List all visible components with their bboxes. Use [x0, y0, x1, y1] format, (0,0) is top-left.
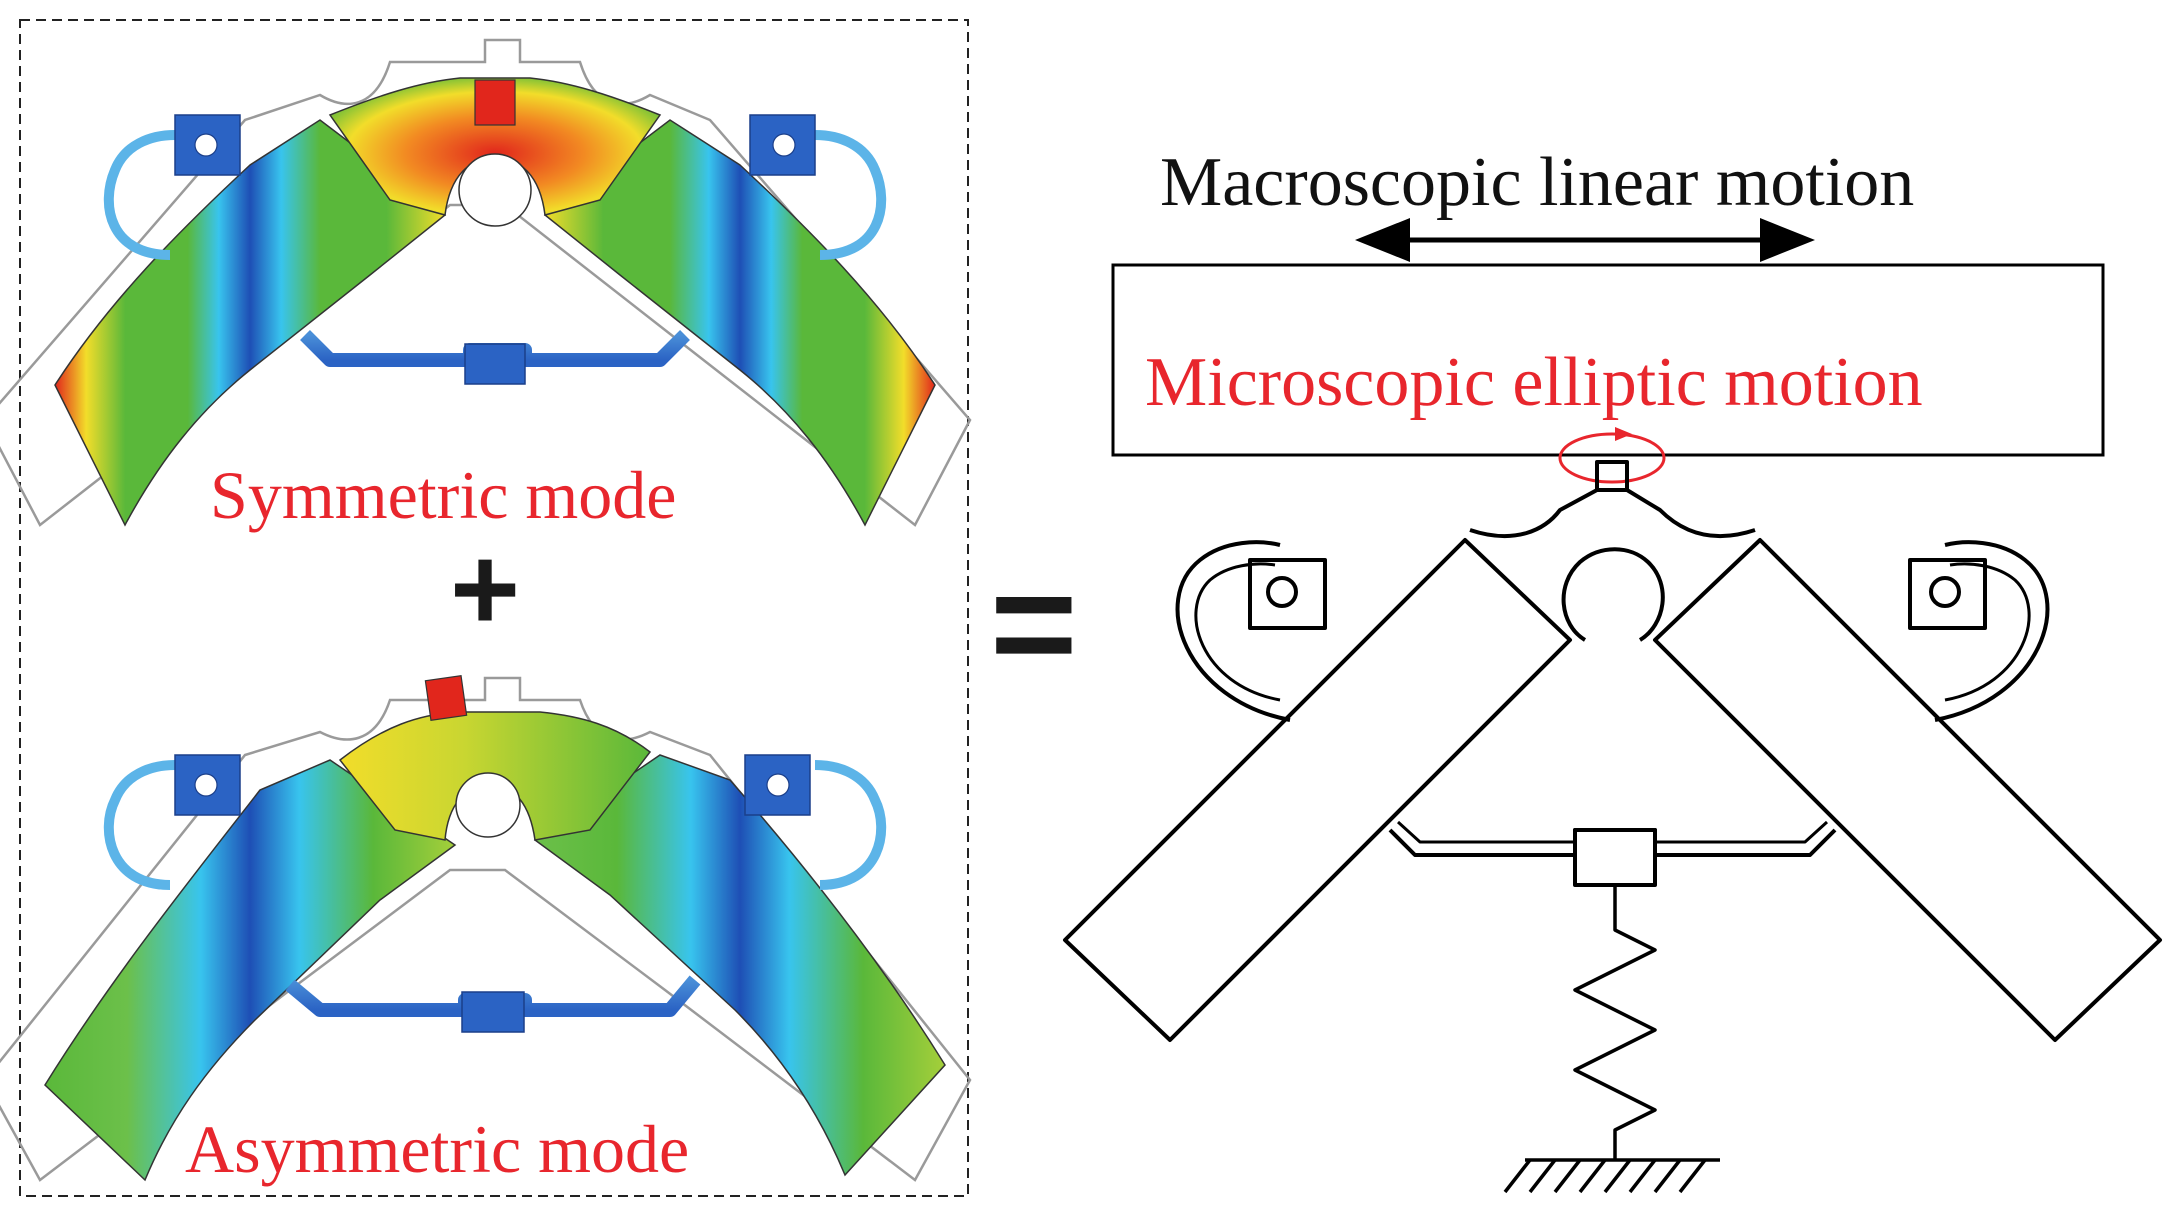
symmetric-drive-tip	[474, 79, 516, 126]
stator-flexure-beam-inner-right	[1655, 820, 1829, 844]
stator-left-arm	[1063, 538, 1572, 1042]
fem-dashed-frame	[19, 19, 969, 1197]
ground-symbol	[1503, 1158, 1720, 1194]
asymmetric-drive-tip	[424, 675, 468, 721]
symmetric-left-mount-hole	[194, 133, 218, 157]
stator-left-mount-hole	[1266, 576, 1298, 608]
stator-right-mount-hole	[1929, 576, 1961, 608]
elliptic-motion-indicator	[1558, 427, 1666, 484]
asymmetric-mode-label: Asymmetric mode	[185, 1111, 689, 1187]
symmetric-beam-block	[464, 343, 526, 385]
stator-beam-block	[1573, 828, 1657, 887]
symmetric-right-arm	[543, 119, 936, 527]
stator-left-hook-outer	[1175, 540, 1291, 722]
stator-schematic	[1063, 460, 2162, 1042]
asymmetric-beam-block	[461, 991, 525, 1033]
asymmetric-right-arm	[533, 754, 946, 1177]
stator-hub-top	[1469, 488, 1756, 539]
stator-right-hook-outer	[1934, 540, 2050, 722]
asymmetric-right-hook	[814, 760, 887, 890]
stator-flexure-beam-inner-left	[1396, 820, 1575, 844]
stator-left-mount	[1248, 558, 1327, 630]
support-spring	[1573, 885, 1657, 1160]
symmetric-left-hook	[103, 130, 176, 260]
stator-drive-tip	[1595, 460, 1629, 490]
microscopic-motion-label: Microscopic elliptic motion	[1145, 344, 1923, 421]
symmetric-right-mount-hole	[772, 133, 796, 157]
asymmetric-left-hook	[103, 760, 176, 890]
stator-hub-hole	[1561, 547, 1665, 642]
stator-right-mount	[1908, 558, 1987, 630]
equals-sign: =	[990, 539, 1078, 707]
symmetric-left-arm	[54, 119, 447, 527]
asymmetric-hub-hole	[455, 772, 521, 838]
symmetric-hub-hole	[458, 153, 532, 227]
symmetric-right-hook	[814, 130, 887, 260]
asymmetric-left-arm	[44, 759, 457, 1182]
symmetric-mode-label: Symmetric mode	[210, 457, 676, 533]
symmetric-mode-fem	[0, 38, 972, 527]
plus-sign: +	[450, 522, 520, 656]
asymmetric-left-mount-hole	[194, 773, 218, 797]
macroscopic-motion-arrow	[1355, 218, 1815, 262]
slider-box	[1111, 263, 2105, 457]
stator-right-arm	[1653, 538, 2162, 1042]
asymmetric-right-mount-hole	[766, 773, 790, 797]
asymmetric-mode-fem	[0, 675, 972, 1182]
stator-right-hook-inner	[1944, 562, 2031, 702]
macroscopic-motion-label: Macroscopic linear motion	[1160, 144, 1914, 221]
